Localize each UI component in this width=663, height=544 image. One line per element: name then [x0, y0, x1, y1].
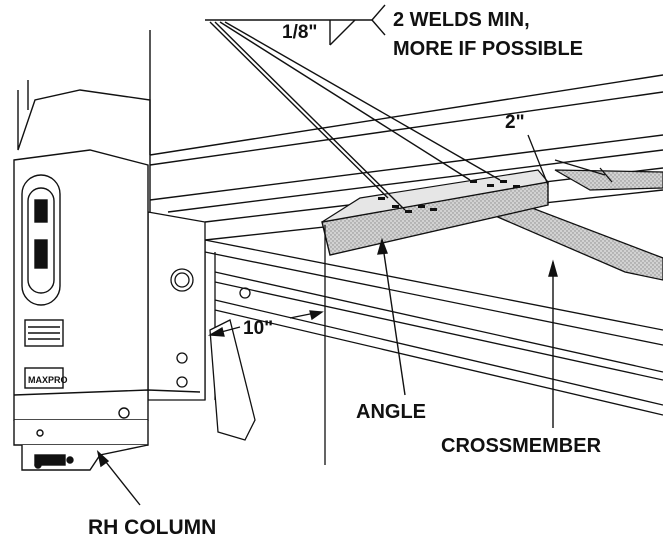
weld-leaders: [205, 4, 501, 211]
rh-column-label: RH COLUMN: [88, 516, 216, 539]
crossmember-upper: [554, 169, 663, 191]
weld-note-line2: MORE IF POSSIBLE: [393, 38, 583, 60]
dimension-10in: [207, 225, 326, 465]
label-leaders: [96, 237, 558, 506]
angle-label: ANGLE: [356, 401, 426, 423]
track-hole: [239, 287, 251, 299]
column-bracket: [147, 211, 256, 441]
brand-plate-text: MAXPRO: [28, 375, 68, 385]
weld-marks: [378, 180, 520, 213]
angle-flange: [321, 169, 550, 223]
crossmember-label: CROSSMEMBER: [441, 435, 602, 457]
rh-column: [13, 30, 201, 471]
dimension-2in: [527, 134, 613, 186]
weld-size-label: 1/8": [282, 22, 317, 43]
weld-note-line1: 2 WELDS MIN,: [393, 9, 530, 31]
dimension-10in-label: 10": [243, 318, 273, 339]
lower-track: [204, 239, 663, 416]
dimension-2in-label: 2": [505, 112, 525, 133]
